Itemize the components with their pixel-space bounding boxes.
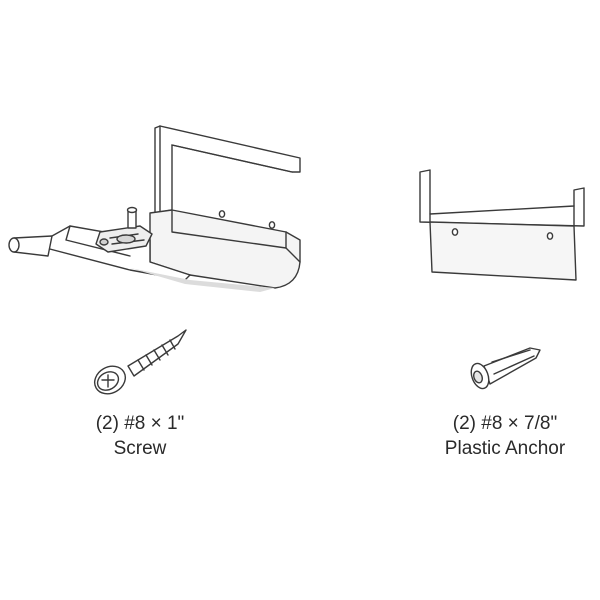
screw-caption: (2) #8 × 1" Screw bbox=[20, 411, 260, 461]
plastic-anchor-icon bbox=[470, 347, 541, 390]
screw-quantity-size: (2) #8 × 1" bbox=[95, 413, 185, 434]
mounting-bracket-with-clip bbox=[8, 125, 301, 292]
screw-name: Screw bbox=[113, 438, 167, 459]
screw-icon bbox=[93, 329, 187, 395]
anchor-quantity-size: (2) #8 × 7/8" bbox=[452, 413, 558, 434]
flat-mounting-plate bbox=[419, 169, 585, 281]
anchor-caption: (2) #8 × 7/8" Plastic Anchor bbox=[385, 411, 600, 461]
anchor-name: Plastic Anchor bbox=[444, 438, 566, 459]
